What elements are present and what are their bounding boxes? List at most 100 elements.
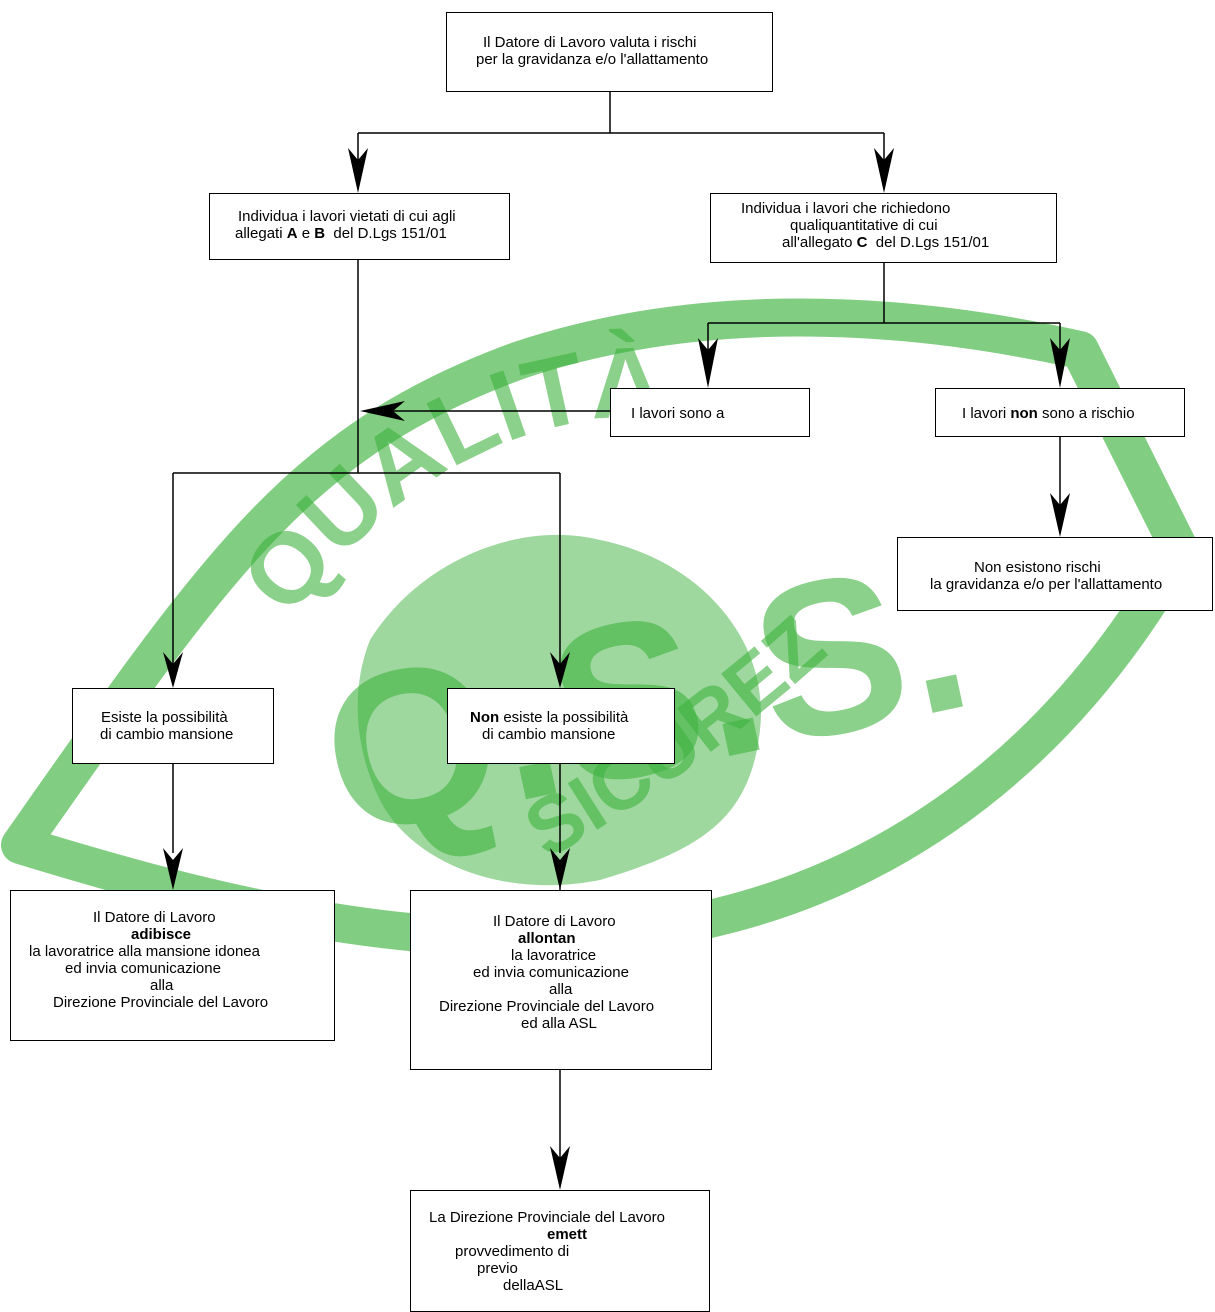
node-text: Il Datore di Lavoro: [93, 909, 216, 926]
node-text-line: Direzione Provinciale del Lavoro: [53, 994, 268, 1011]
arrowhead-assigns: [163, 848, 183, 890]
node-text-line: alla: [549, 981, 654, 998]
node-text: la gravidanza e/o per l'allattamento: [930, 576, 1163, 593]
node-text: esiste la possibilità: [499, 709, 629, 726]
node-text-line: Non esistono rischi: [974, 559, 1162, 576]
node-not-at-risk: I lavori non sono a rischio: [935, 388, 1185, 437]
arrowhead-left: [360, 401, 405, 421]
node-text-line: I lavori sono a: [631, 405, 724, 422]
node-text-line: Esiste la possibilità: [101, 709, 233, 726]
node-text-line: Il Datore di Lavoro: [493, 913, 654, 930]
node-text-bold: allontan: [518, 930, 576, 947]
arrowhead-at-risk: [698, 338, 718, 388]
node-text: del D.Lgs 151/01: [867, 234, 990, 251]
node-text: dellaASL: [503, 1277, 564, 1294]
node-text: la lavoratrice alla mansione idonea: [29, 943, 260, 960]
node-text-bold: C: [856, 234, 868, 251]
node-text: I lavori: [962, 405, 1011, 422]
node-text: e: [297, 225, 315, 242]
node-text: Esiste la possibilità: [101, 709, 228, 726]
node-text: previo: [477, 1260, 518, 1277]
node-text-bold: adibisce: [131, 926, 192, 943]
arrowhead-no-risks: [1050, 493, 1070, 537]
arrowhead-impossible: [550, 652, 570, 688]
node-text-line: all'allegato C del D.Lgs 151/01: [782, 234, 989, 251]
node-text-line: Direzione Provinciale del Lavoro: [439, 998, 654, 1015]
node-text-line: La Direzione Provinciale del Lavoro: [429, 1209, 665, 1226]
node-text-line: I lavori non sono a rischio: [962, 405, 1135, 422]
node-text: Il Datore di Lavoro: [493, 913, 616, 930]
node-text: qualiquantitative di cui: [790, 217, 938, 234]
node-text-line: Individua i lavori vietati di cui agli: [238, 208, 456, 225]
arrowhead-not-at-risk: [1050, 338, 1070, 388]
node-at-risk: I lavori sono a: [610, 388, 810, 437]
node-text: la lavoratrice: [511, 947, 597, 964]
node-text-line: Il Datore di Lavoro: [93, 909, 268, 926]
node-text: ed invia comunicazione: [65, 960, 221, 977]
node-text-line: adibisce: [131, 926, 268, 943]
node-text: Il Datore di Lavoro valuta i rischi: [483, 34, 697, 51]
node-text-line: previo: [477, 1260, 665, 1277]
node-text-line: la lavoratrice alla mansione idonea: [29, 943, 268, 960]
node-text-line: ed invia comunicazione: [473, 964, 654, 981]
node-text-line: Individua i lavori che richiedono: [741, 200, 989, 217]
node-text-line: ed alla ASL: [521, 1015, 654, 1032]
node-text-line: dellaASL: [503, 1277, 665, 1294]
node-text: Non esistono rischi: [974, 559, 1101, 576]
node-text: Individua i lavori vietati di cui agli: [238, 208, 456, 225]
node-text-line: la lavoratrice: [511, 947, 654, 964]
connector-forbidden-down: [172, 260, 561, 680]
node-text: ed invia comunicazione: [473, 964, 629, 981]
node-text-line: ed invia comunicazione: [65, 960, 268, 977]
node-text-line: per la gravidanza e/o l'allattamento: [476, 51, 708, 68]
connector-qualitative-split: [707, 263, 1061, 365]
node-text: allegati: [235, 225, 287, 242]
node-text: La Direzione Provinciale del Lavoro: [429, 1209, 665, 1226]
arrowhead-removes: [550, 848, 570, 890]
node-text-bold: Non: [470, 709, 500, 726]
node-text-bold: B: [314, 225, 326, 242]
node-text-line: di cambio mansione: [482, 726, 628, 743]
arrowhead-qualitative: [874, 148, 894, 193]
node-text: per la gravidanza e/o l'allattamento: [476, 51, 709, 68]
node-text: di cambio mansione: [482, 726, 616, 743]
node-text: sono a rischio: [1037, 405, 1135, 422]
node-text: I lavori sono a: [631, 405, 725, 422]
node-text-line: allegati A e B del D.Lgs 151/01: [235, 225, 456, 242]
node-text: alla: [549, 981, 573, 998]
node-text: provvedimento di: [455, 1243, 570, 1260]
arrowhead-possible: [163, 652, 183, 688]
node-text: Direzione Provinciale del Lavoro: [53, 994, 269, 1011]
arrowhead-directorate: [550, 1146, 570, 1190]
node-text-line: emett: [547, 1226, 665, 1243]
arrowhead-forbidden: [348, 148, 368, 193]
node-text: alla: [150, 977, 174, 994]
node-text: di cambio mansione: [100, 726, 234, 743]
node-text: del D.Lgs 151/01: [325, 225, 447, 242]
node-text-line: Il Datore di Lavoro valuta i rischi: [483, 34, 708, 51]
node-text: all'allegato: [782, 234, 857, 251]
node-text-line: di cambio mansione: [100, 726, 233, 743]
node-text-line: provvedimento di: [455, 1243, 665, 1260]
node-text-line: allontan: [518, 930, 654, 947]
connector-top-split: [357, 92, 885, 175]
node-text-bold: A: [286, 225, 298, 242]
node-text-line: la gravidanza e/o per l'allattamento: [930, 576, 1162, 593]
node-text-line: Non esiste la possibilità: [470, 709, 628, 726]
node-text-bold: emett: [547, 1226, 588, 1243]
node-text-line: qualiquantitative di cui: [790, 217, 989, 234]
node-text-bold: non: [1010, 405, 1038, 422]
node-text: ed alla ASL: [521, 1015, 597, 1032]
node-text-line: alla: [150, 977, 268, 994]
node-text: Individua i lavori che richiedono: [741, 200, 951, 217]
